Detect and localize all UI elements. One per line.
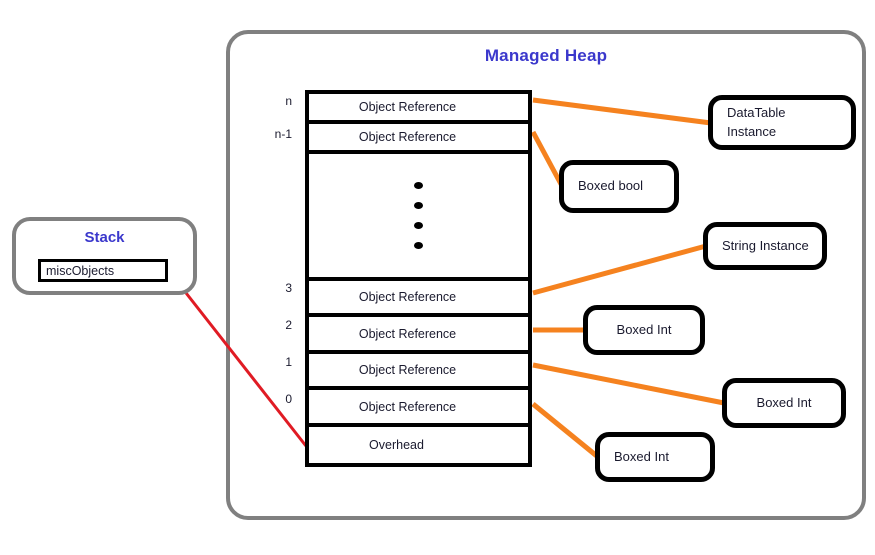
ellipsis-dot-icon [414,202,423,209]
table-row[interactable]: Object Reference [309,390,528,427]
heap-cell-2: Object Reference [358,326,457,341]
heap-cell-0: Object Reference [358,399,457,414]
table-row[interactable]: Object Reference [309,354,528,390]
callout-boxed-bool-label: Boxed bool [578,178,644,194]
stack-title: Stack [84,229,125,246]
callout-datatable-instance[interactable]: DataTable Instance [708,95,856,150]
ellipsis-dot-icon [414,242,423,249]
table-row[interactable]: Object Reference [309,281,528,317]
managed-heap-title: Managed Heap [484,46,608,65]
stack-container [12,217,197,295]
heap-table: Object Reference Object Reference Object… [305,90,532,467]
callout-boxed-int-0[interactable]: Boxed Int [595,432,715,482]
heap-index-label-1: 1 [285,355,292,369]
callout-boxed-int-1-label: Boxed Int [756,394,812,410]
stack-variable-label: miscObjects [46,263,115,278]
heap-cell-1: Object Reference [358,363,457,377]
heap-index-label-n-1: n-1 [274,127,292,141]
callout-boxed-int-2[interactable]: Boxed Int [583,305,705,355]
callout-string-instance-label: String Instance [722,237,809,253]
heap-index-label-2: 2 [285,318,292,332]
callout-boxed-int-1[interactable]: Boxed Int [722,378,846,428]
heap-cell-overhead: Overhead [369,438,424,452]
heap-index-label-n: n [285,94,292,108]
ellipsis-dot-icon [414,182,423,189]
heap-cell-n: Object Reference [358,100,457,114]
heap-index-label-3: 3 [285,281,292,295]
heap-overhead-row[interactable]: Overhead [309,427,528,463]
callout-boxed-int-2-label: Boxed Int [616,321,672,337]
heap-index-label-0: 0 [285,392,292,406]
callout-string-instance[interactable]: String Instance [703,222,827,270]
table-row[interactable]: Object Reference [309,124,528,154]
table-row[interactable]: Object Reference [309,317,528,354]
callout-boxed-int-0-label: Boxed Int [614,448,669,464]
callout-boxed-bool[interactable]: Boxed bool [559,160,679,213]
heap-cell-n-1: Object Reference [358,130,457,144]
heap-cell-3: Object Reference [358,290,457,304]
stack-variable-slot[interactable]: miscObjects [38,259,168,282]
ellipsis-dot-icon [414,222,423,229]
heap-ellipsis-row [309,154,528,281]
table-row[interactable]: Object Reference [309,94,528,124]
callout-datatable-instance-label: DataTable Instance [727,104,786,139]
